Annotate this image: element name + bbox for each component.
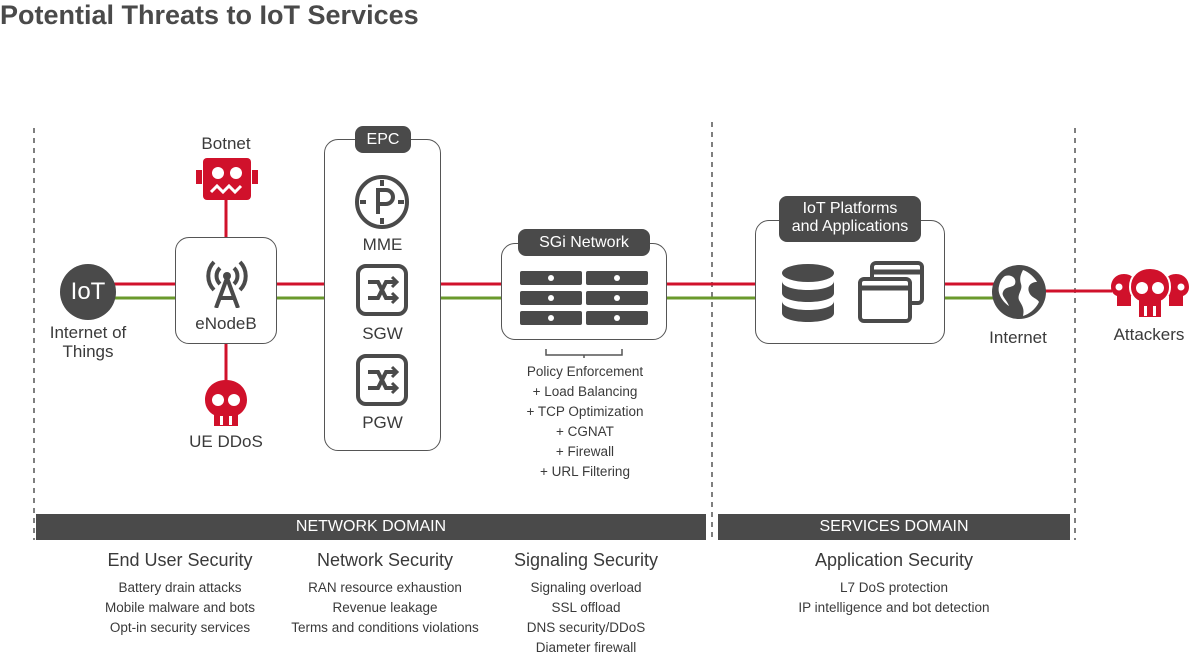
list-item: IP intelligence and bot detection [798, 600, 990, 615]
feature-item: + TCP Optimization [526, 404, 644, 419]
list-item: L7 DoS protection [839, 580, 949, 595]
feature-item: + URL Filtering [540, 464, 630, 479]
iot-badge: IoT [70, 278, 106, 305]
feature-item: + Firewall [555, 444, 615, 459]
services-domain-bar: SERVICES DOMAIN [718, 514, 1070, 540]
sgi-box [501, 243, 667, 340]
epc-title: EPC [355, 126, 411, 153]
list-item: Battery drain attacks [118, 580, 242, 595]
epc-box: MME SGW PGW [324, 139, 441, 451]
enodeb-label: eNodeB [195, 314, 257, 333]
antenna-icon [200, 254, 254, 313]
security-list: Signaling overload SSL offload DNS secur… [486, 578, 686, 658]
list-item: SSL offload [551, 600, 621, 615]
list-item: Revenue leakage [332, 600, 438, 615]
list-item: Terms and conditions violations [291, 620, 479, 635]
list-item: DNS security/DDoS [526, 620, 646, 635]
sgw-label: SGW [362, 324, 403, 343]
ue-ddos-label: UE DDoS [189, 432, 263, 451]
feature-item: + CGNAT [556, 424, 614, 439]
list-item: RAN resource exhaustion [308, 580, 462, 595]
list-item: Mobile malware and bots [104, 600, 256, 615]
security-list: Battery drain attacks Mobile malware and… [80, 578, 280, 638]
pgw-icon [356, 354, 408, 411]
pgw-label: PGW [362, 413, 403, 432]
windows-icon [858, 261, 924, 328]
robot-icon [196, 158, 258, 207]
mme-icon [354, 174, 410, 235]
list-item: Opt-in security services [109, 620, 251, 635]
feature-item: Policy Enforcement [526, 364, 644, 379]
security-heading: Application Security [814, 550, 974, 570]
mme-label: MME [362, 235, 403, 254]
feature-item: + Load Balancing [532, 384, 638, 399]
botnet-label: Botnet [201, 134, 251, 153]
security-heading: End User Security [107, 550, 253, 570]
sgw-icon [356, 264, 408, 321]
list-item: Diameter firewall [535, 640, 637, 655]
skull-group-icon [1110, 266, 1190, 325]
security-heading: Signaling Security [513, 550, 659, 570]
sgi-title: SGi Network [518, 229, 650, 256]
sgi-features: Policy Enforcement + Load Balancing + TC… [470, 362, 700, 482]
server-rack-icon [520, 271, 648, 330]
page-title: Potential Threats to IoT Services [0, 0, 419, 30]
internet-label: Internet [989, 328, 1047, 347]
list-item: Signaling overload [530, 580, 642, 595]
globe-icon [991, 264, 1047, 325]
iot-node: IoT [60, 264, 116, 320]
security-list: RAN resource exhaustion Revenue leakage … [280, 578, 490, 638]
skull-icon [203, 378, 249, 433]
features-bracket [545, 349, 623, 358]
attackers-label: Attackers [1113, 325, 1185, 344]
network-domain-bar: NETWORK DOMAIN [36, 514, 706, 540]
enodeb-box: eNodeB [175, 237, 277, 344]
security-list: L7 DoS protection IP intelligence and bo… [774, 578, 1014, 618]
database-icon [780, 263, 836, 328]
security-heading: Network Security [316, 550, 454, 570]
